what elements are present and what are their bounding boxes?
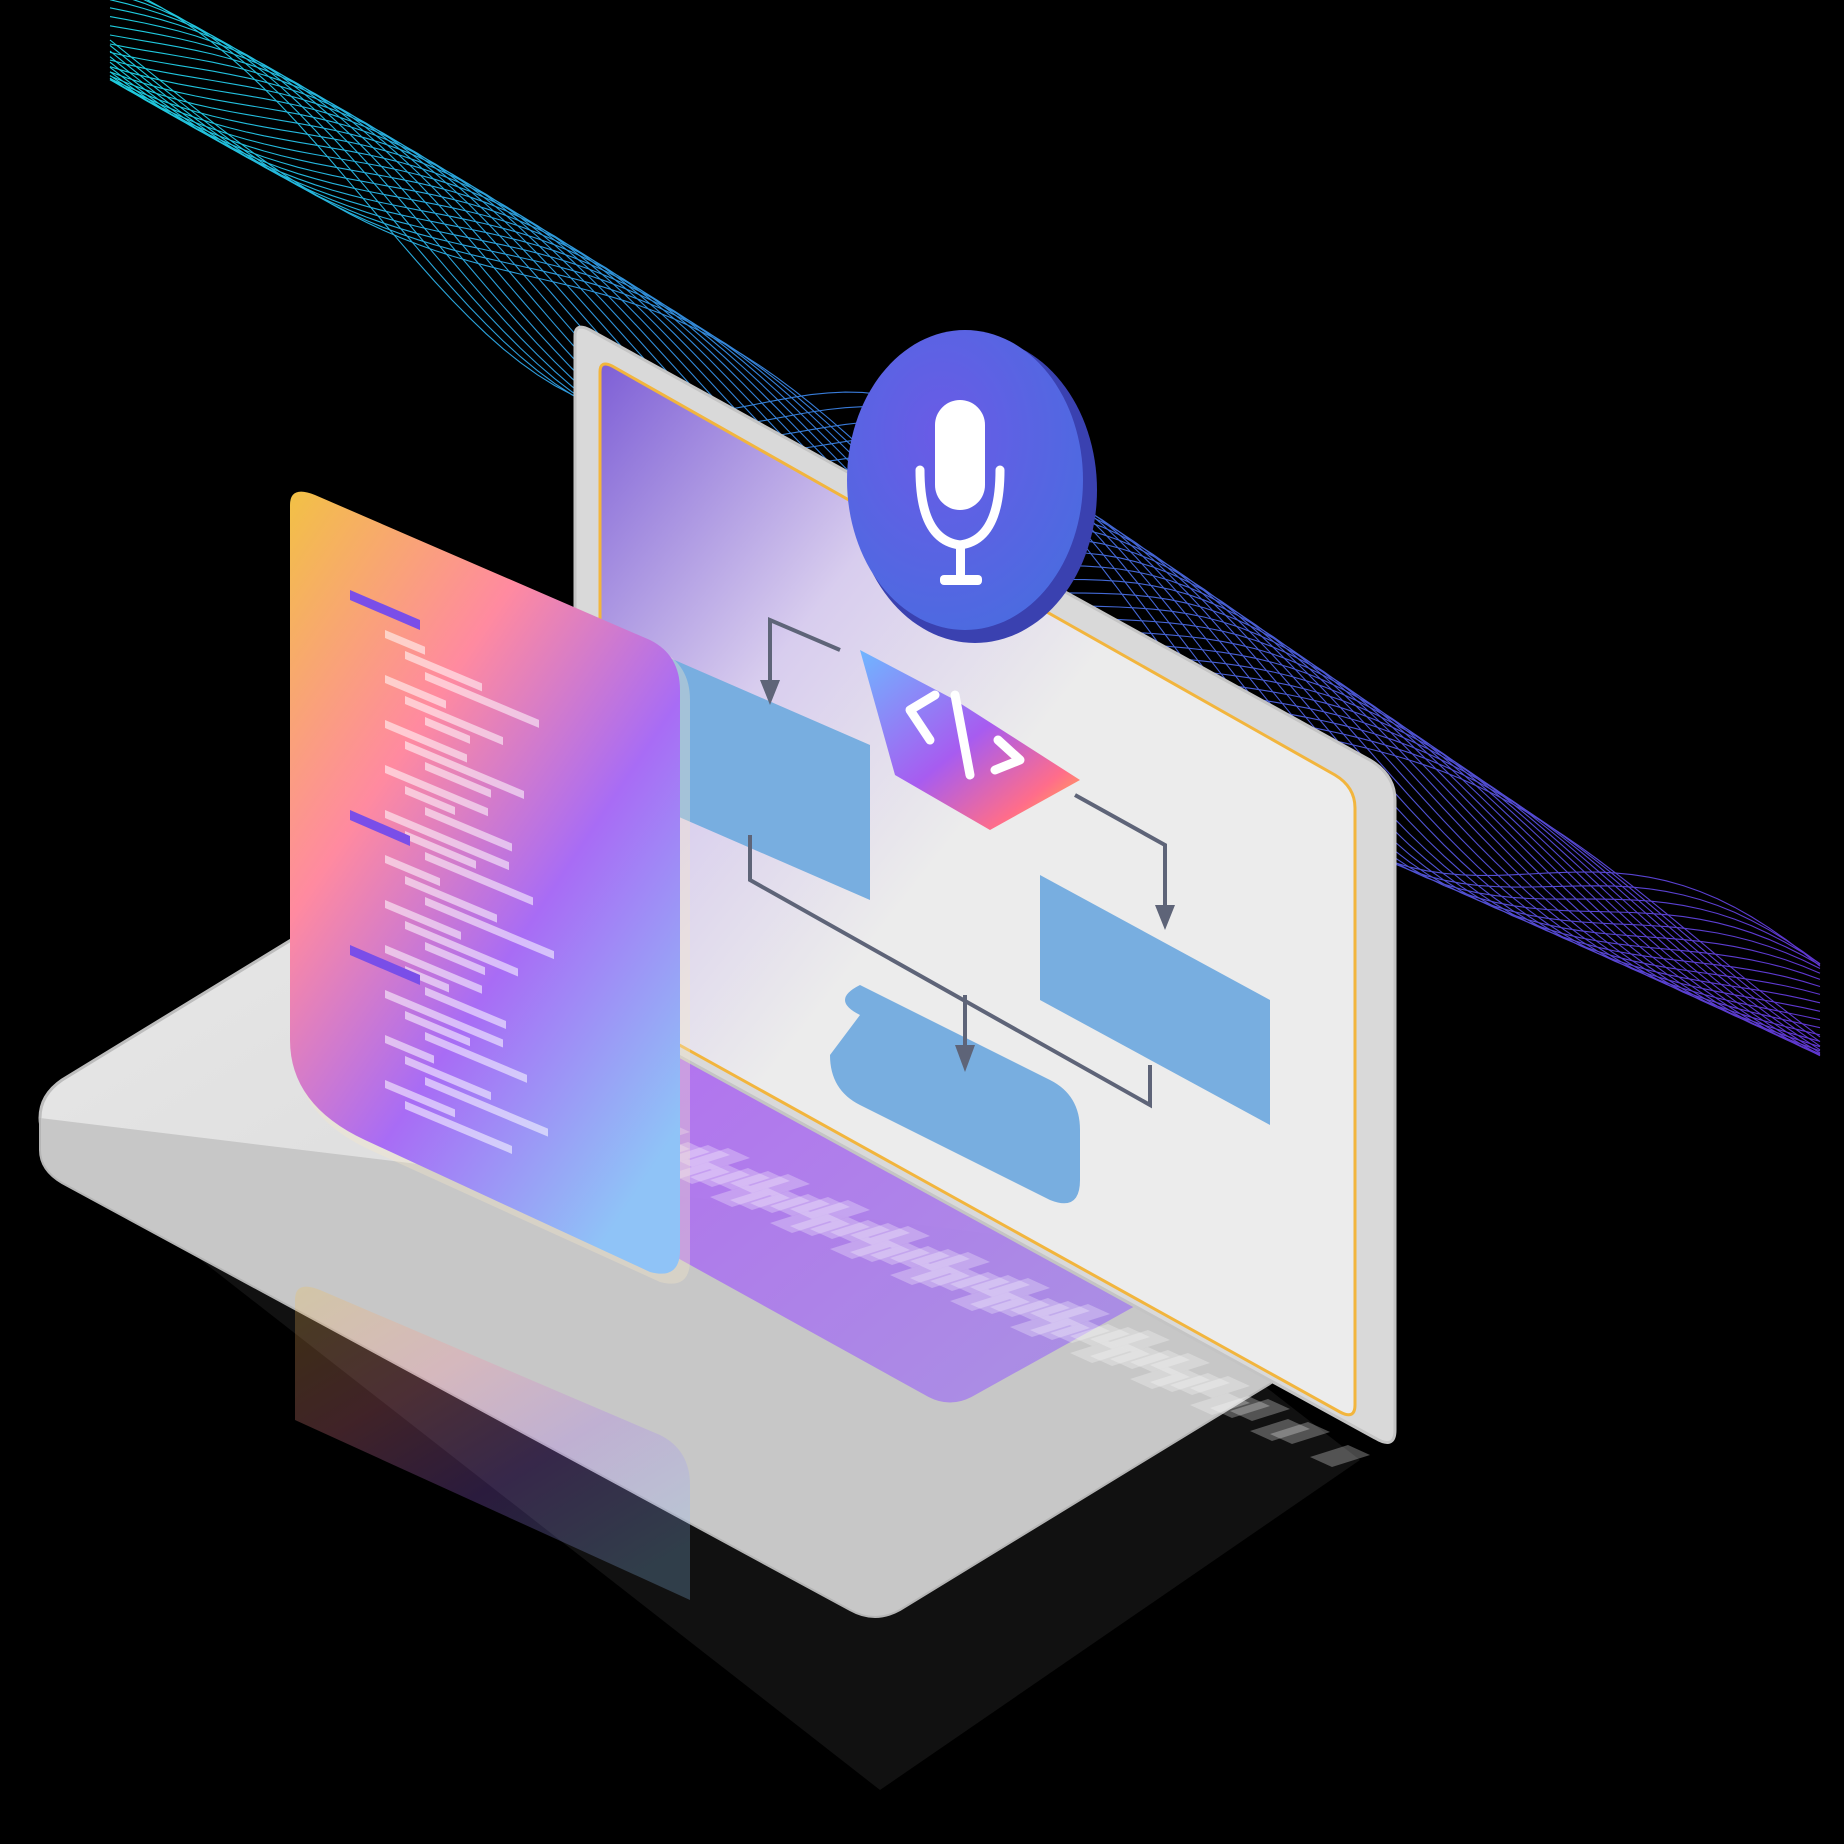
code-line xyxy=(385,945,482,994)
code-line xyxy=(405,786,455,815)
keyboard-key xyxy=(670,1162,730,1184)
code-line xyxy=(385,810,509,871)
keyboard-key xyxy=(890,1263,950,1285)
keyboard-key xyxy=(970,1275,1030,1297)
code-line xyxy=(405,966,449,993)
keyboard-key xyxy=(1150,1353,1210,1375)
code-line xyxy=(425,672,539,728)
code-line xyxy=(405,1056,491,1101)
keyboard-key xyxy=(1050,1304,1110,1326)
code-line xyxy=(385,1035,434,1064)
keyboard-key xyxy=(910,1249,970,1271)
keyboard-key xyxy=(1030,1301,1090,1323)
code-line xyxy=(425,942,485,976)
document-icon xyxy=(290,491,690,1284)
code-line xyxy=(385,675,446,709)
code-line xyxy=(425,1077,548,1137)
keyboard-key xyxy=(710,1168,770,1190)
code-line xyxy=(425,987,506,1030)
keyboard-key xyxy=(790,1214,850,1236)
keyboard-key xyxy=(990,1295,1050,1317)
keyboard-key xyxy=(1110,1347,1170,1369)
code-line xyxy=(425,717,470,744)
keyboard-key xyxy=(790,1197,850,1219)
keyboard-key xyxy=(910,1266,970,1288)
keyboard-key xyxy=(1110,1330,1170,1352)
code-line xyxy=(425,762,491,798)
keyboard-key xyxy=(690,1165,750,1187)
microphone-icon xyxy=(847,330,1097,643)
keyboard-key xyxy=(870,1243,930,1265)
keyboard-key xyxy=(1010,1298,1070,1320)
keyboard-key xyxy=(1310,1445,1370,1467)
keyboard-key xyxy=(1070,1324,1130,1346)
code-line xyxy=(385,630,425,655)
keyboard-key xyxy=(1090,1327,1150,1349)
keyboard-key xyxy=(850,1223,910,1245)
keyboard-key xyxy=(1170,1373,1230,1395)
keyboard-key xyxy=(1230,1399,1290,1421)
keyboard-key xyxy=(970,1292,1030,1314)
code-line xyxy=(425,1032,527,1083)
keyboard-key xyxy=(1090,1344,1150,1366)
keyboard-key xyxy=(870,1226,930,1248)
code-line xyxy=(425,852,533,906)
code-line xyxy=(405,696,503,746)
keyboard-key xyxy=(990,1278,1050,1300)
code-line xyxy=(405,651,482,692)
keyboard-key xyxy=(1130,1367,1190,1389)
flowchart xyxy=(640,616,1270,1204)
keyboard-key xyxy=(1150,1370,1210,1392)
code-line xyxy=(425,807,512,852)
keyboard-key xyxy=(890,1246,950,1268)
keyboard-key xyxy=(1190,1376,1250,1398)
keyboard-key xyxy=(770,1211,830,1233)
keyboard-key xyxy=(810,1217,870,1239)
code-line xyxy=(425,897,554,960)
keyboard-key xyxy=(710,1185,770,1207)
keyboard-key xyxy=(730,1171,790,1193)
keyboard-key xyxy=(1210,1396,1270,1418)
document-reflection xyxy=(295,1286,690,1600)
keyboard-key xyxy=(930,1252,990,1274)
keyboard-key xyxy=(690,1148,750,1170)
keyboard-key xyxy=(1190,1393,1250,1415)
code-line xyxy=(405,921,518,977)
keyboard-key xyxy=(1130,1350,1190,1372)
keyboard-key xyxy=(1030,1318,1090,1340)
keyboard-key xyxy=(950,1289,1010,1311)
keyboard-key xyxy=(750,1174,810,1196)
code-line xyxy=(405,831,476,869)
keyboard-key xyxy=(850,1240,910,1262)
code-line xyxy=(385,855,440,887)
code-icon xyxy=(860,650,1080,830)
code-line xyxy=(405,1101,512,1154)
code-line xyxy=(385,720,467,763)
keyboard-key xyxy=(950,1272,1010,1294)
code-line xyxy=(405,1011,470,1047)
code-line xyxy=(385,765,488,817)
keyboard-key xyxy=(830,1237,890,1259)
keyboard-key xyxy=(670,1145,730,1167)
code-line xyxy=(405,876,497,923)
keyboard-key xyxy=(1070,1341,1130,1363)
keyboard-key xyxy=(1050,1321,1110,1343)
code-line xyxy=(385,990,503,1048)
keyboard-key xyxy=(830,1220,890,1242)
keyboard-key xyxy=(730,1188,790,1210)
code-line xyxy=(385,1080,455,1118)
code-line xyxy=(405,741,524,799)
keyboard-key xyxy=(1250,1419,1310,1441)
keyboard-key xyxy=(1270,1422,1330,1444)
keyboard-key xyxy=(770,1194,830,1216)
keyboard-key xyxy=(810,1200,870,1222)
keyboard-key xyxy=(930,1269,990,1291)
code-line xyxy=(385,900,461,940)
keyboard-key xyxy=(1010,1315,1070,1337)
keyboard-key xyxy=(750,1191,810,1213)
